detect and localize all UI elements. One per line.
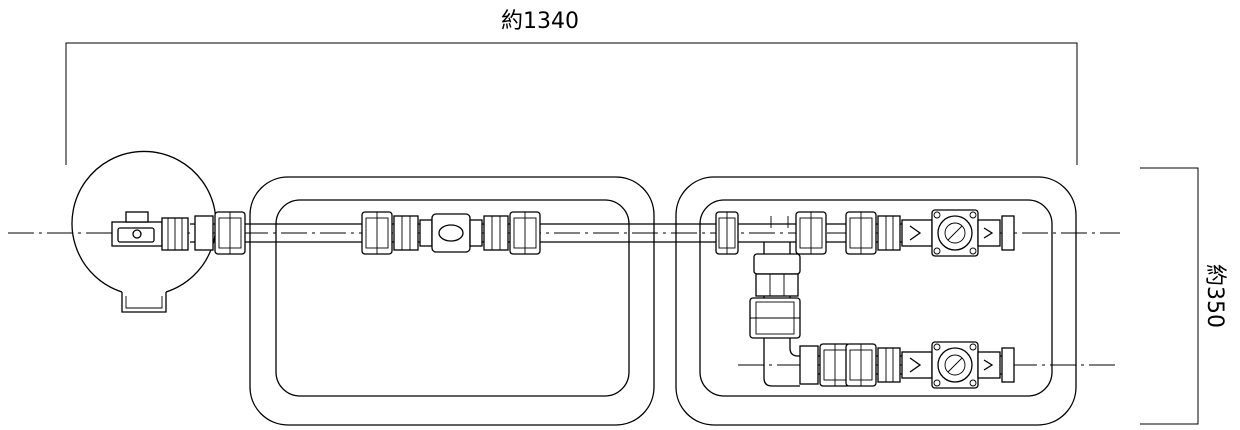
tee-branch bbox=[770, 216, 789, 228]
union-fitting-2 bbox=[361, 211, 419, 255]
union-fitting-1 bbox=[194, 211, 246, 255]
lower-meter-unit bbox=[799, 341, 1015, 389]
middle-box bbox=[249, 176, 655, 426]
width-dimension-label: 約1340 bbox=[501, 9, 579, 34]
height-dimension-label: 約350 bbox=[1202, 264, 1227, 328]
width-dimension: 約1340 bbox=[65, 9, 1078, 165]
union-fitting-3 bbox=[483, 211, 541, 255]
right-box bbox=[675, 176, 1077, 426]
union-fitting-4 bbox=[715, 211, 739, 255]
vertical-branch-pipe bbox=[749, 242, 801, 387]
height-dimension: 約350 bbox=[1140, 167, 1227, 425]
strainer bbox=[419, 213, 483, 253]
upper-meter-unit bbox=[795, 209, 1015, 257]
ball-valve bbox=[111, 211, 189, 251]
